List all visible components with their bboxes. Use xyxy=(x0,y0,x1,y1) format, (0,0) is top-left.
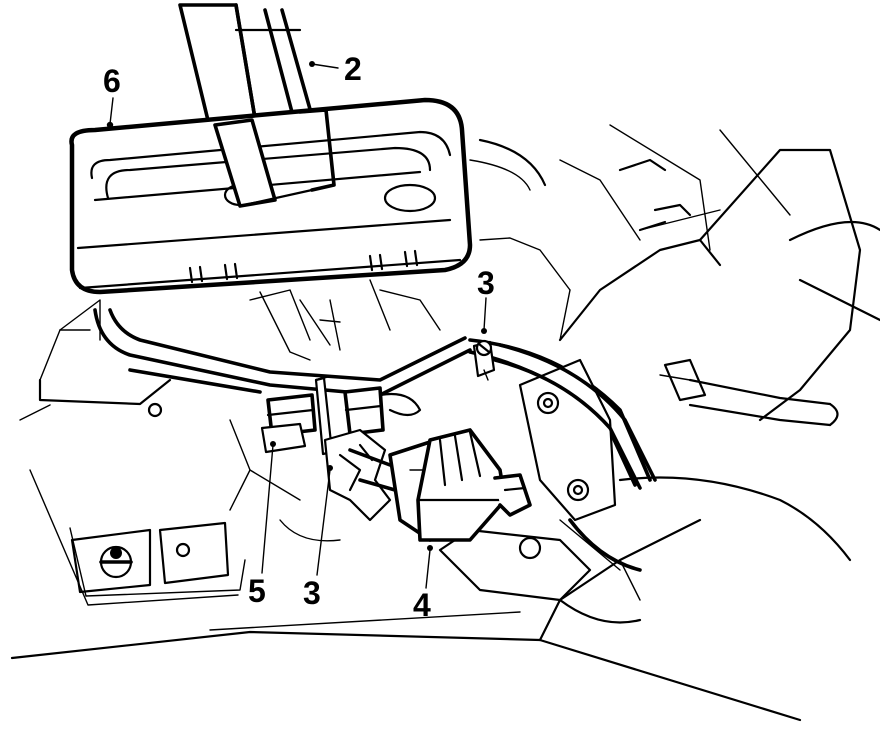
background-structure xyxy=(10,124,880,722)
callout-6: 6 xyxy=(103,63,121,99)
callout-2: 2 xyxy=(344,51,362,87)
callout-4: 4 xyxy=(413,587,431,623)
wire-harness xyxy=(93,308,657,572)
part-6-cover xyxy=(69,97,473,361)
callout-3-top: 3 xyxy=(477,265,495,301)
leader-lines xyxy=(106,61,487,589)
callout-5: 5 xyxy=(248,573,266,609)
part-3-clip-top xyxy=(472,339,496,381)
callout-3-bottom: 3 xyxy=(303,575,321,611)
part-4-connector xyxy=(348,428,532,542)
